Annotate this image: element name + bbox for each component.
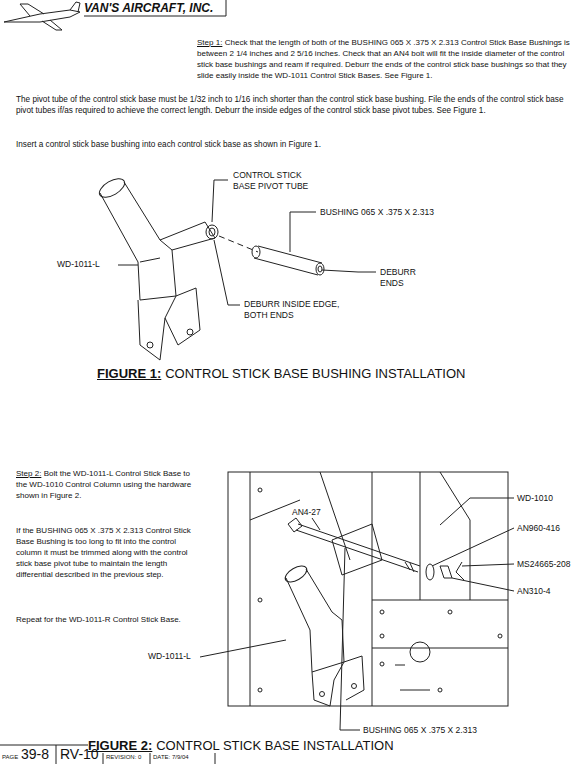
instruction-text: If the BUSHING 065 X .375 X 2.313 Contro…: [16, 526, 191, 579]
note-label: DEBURR INSIDE EDGE, BOTH ENDS: [244, 299, 356, 321]
footer-cell: DATE: 7/9/04: [153, 752, 215, 763]
note-label: DEBURR ENDS: [380, 267, 424, 289]
control-column-drawing: [250, 472, 508, 706]
stick-base-drawing: [96, 175, 218, 360]
part-label: BUSHING 065 X .375 X 2.313: [363, 725, 477, 735]
instruction-text: Step 2:: [16, 469, 41, 478]
instruction-text: Insert a control stick base bushing into…: [16, 140, 321, 149]
part-label: WD-1010: [517, 493, 553, 503]
part-label: WD-1011-L: [148, 651, 208, 662]
footer-cell: REVISION: 0: [106, 752, 152, 763]
part-label: CONTROL STICK BASE PIVOT TUBE: [233, 170, 308, 191]
footer-cell: PAGE: [2, 754, 18, 760]
instruction-text: Step 1:Check that the length of both of …: [197, 37, 579, 81]
part-label: BUSHING 065 X .375 X 2.313: [320, 207, 434, 217]
figure-caption: FIGURE 1:: [97, 366, 161, 381]
instruction-text: The pivot tube of the control stick base…: [16, 94, 578, 116]
instruction-text: Bolt the WD-1011-L Control Stick Base to…: [16, 469, 191, 500]
footer-cell: 39-8: [21, 746, 57, 763]
footer-cell: DATE: 7/9/04: [153, 754, 189, 760]
part-label: AN310-4: [517, 586, 581, 597]
instruction-text: Step 2:Bolt the WD-1011-L Control Stick …: [16, 468, 196, 501]
part-label: BUSHING 065 X .375 X 2.313: [363, 725, 523, 736]
instruction-text: Repeat for the WD-1011-R Control Stick B…: [16, 614, 196, 625]
stick-base-installed-drawing: [283, 524, 382, 706]
part-label: WD-1011-L: [57, 259, 117, 270]
figure-caption: CONTROL STICK BASE INSTALLATION: [156, 738, 393, 753]
part-label: AN4-27: [292, 507, 352, 518]
part-label: WD-1010: [517, 493, 581, 504]
part-label: AN960-416: [517, 523, 581, 534]
part-label: WD-1011-L: [57, 259, 100, 269]
company-name: VAN'S AIRCRAFT, INC.: [84, 1, 226, 15]
footer-cell: 39-8: [21, 746, 49, 762]
company-name: VAN'S AIRCRAFT, INC.: [84, 1, 213, 15]
part-label: BUSHING 065 X .375 X 2.313: [320, 207, 480, 218]
note-label: DEBURR ENDS: [380, 267, 416, 288]
instruction-text: The pivot tube of the control stick base…: [16, 95, 564, 115]
part-label: CONTROL STICK BASE PIVOT TUBE: [233, 170, 325, 192]
figure-caption: FIGURE 1: CONTROL STICK BASE BUSHING INST…: [97, 366, 577, 381]
bushing-drawing: [252, 246, 324, 275]
part-label: AN310-4: [517, 586, 551, 596]
instruction-text: Insert a control stick base bushing into…: [16, 139, 578, 150]
bolt-drawing: [288, 518, 420, 572]
instruction-text: Step 1:: [197, 38, 222, 47]
footer-cell: RV-10: [60, 746, 99, 762]
part-label: WD-1011-L: [148, 651, 191, 661]
footer-cell: REVISION: 0: [106, 754, 141, 760]
instruction-text: Repeat for the WD-1011-R Control Stick B…: [16, 615, 181, 624]
note-label: DEBURR INSIDE EDGE, BOTH ENDS: [244, 299, 339, 320]
part-label: MS24665-208: [517, 559, 581, 570]
figure-caption: FIGURE 2:CONTROL STICK BASE INSTALLATION: [88, 738, 568, 753]
footer-cell: RV-10: [60, 746, 104, 763]
figure-caption: CONTROL STICK BASE BUSHING INSTALLATION: [165, 366, 465, 381]
part-label: MS24665-208: [517, 559, 570, 569]
part-label: AN4-27: [292, 507, 321, 517]
part-label: AN960-416: [517, 523, 560, 533]
instruction-text: If the BUSHING 065 X .375 X 2.313 Contro…: [16, 525, 196, 580]
instruction-text: Check that the length of both of the BUS…: [197, 38, 570, 80]
